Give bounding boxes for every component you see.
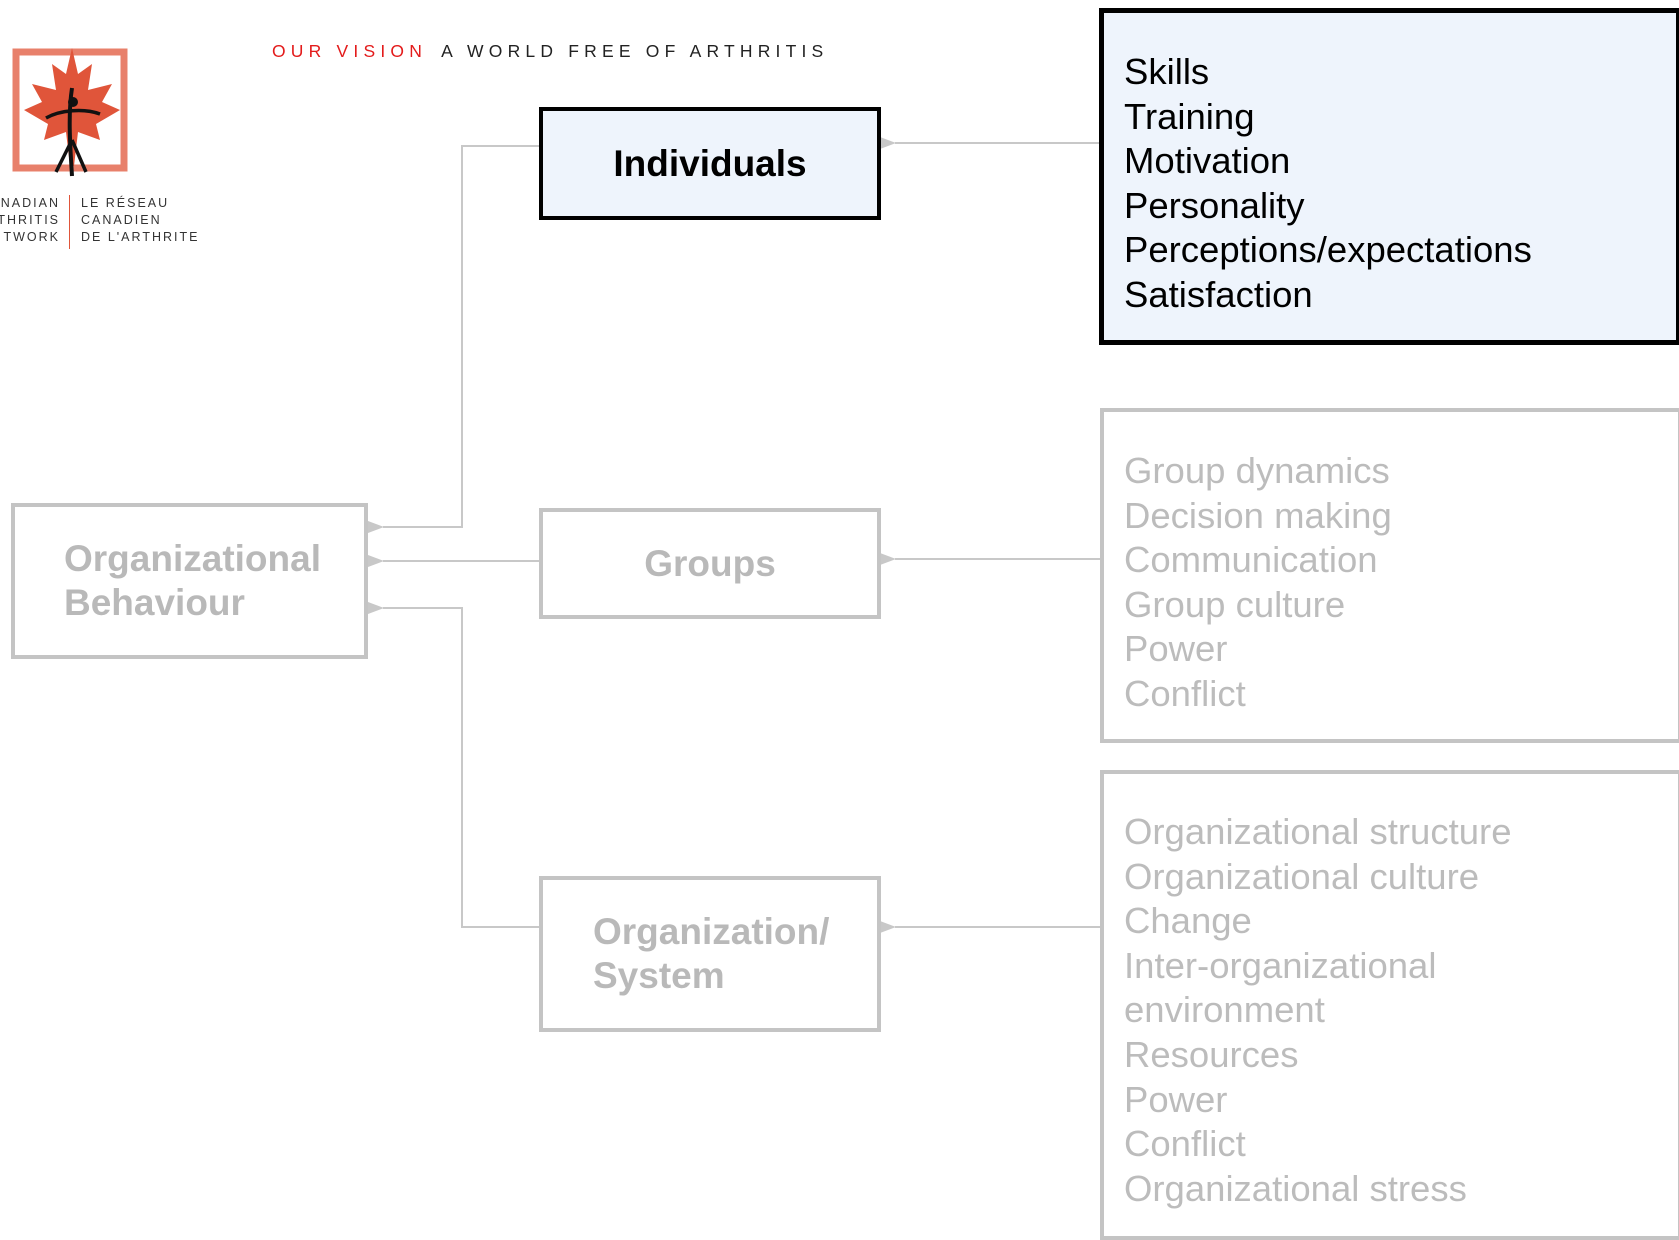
list-item: Training [1124,95,1255,137]
logo-english-line: NADIAN [0,196,60,210]
vision-text: A WORLD FREE OF ARTHRITIS [441,41,829,61]
list-item: Organizational stress [1124,1167,1467,1209]
logo-english-line: THRITIS [0,213,60,227]
organization-factors-list: Organizational structure Organizational … [1100,770,1679,1240]
vision-label: OUR VISION [272,41,428,61]
list-item: Satisfaction [1124,273,1313,315]
list-item: Perceptions/expectations [1124,229,1532,271]
organizational-behaviour-label: Organizational Behaviour [15,537,321,625]
organizational-behaviour-line: Organizational [64,538,321,579]
individuals-label: Individuals [613,142,807,184]
list-item: Motivation [1124,140,1291,182]
list-item: Decision making [1124,494,1392,536]
list-item: Skills [1124,51,1210,92]
list-item: Conflict [1124,672,1246,714]
list-item: Organizational structure [1124,811,1512,852]
list-item: Organizational culture [1124,855,1480,897]
list-item: Resources [1124,1033,1299,1075]
connector-individuals-to-ob [368,145,539,533]
organizational-behaviour-box: Organizational Behaviour [11,503,368,659]
list-item: environment [1124,989,1325,1031]
connector-organization-to-ob [368,602,539,928]
list-item: Conflict [1124,1123,1246,1165]
list-item: Power [1124,628,1228,670]
list-item: Personality [1124,184,1305,226]
list-item: Group culture [1124,583,1346,625]
list-item: Group dynamics [1124,450,1390,491]
groups-box: Groups [539,508,881,619]
logo-french-line: LE RÉSEAU [81,196,170,210]
organization-system-box: Organization/ System [539,876,881,1032]
logo-french-text: LE RÉSEAU CANADIEN DE L'ARTHRITE [81,195,199,246]
logo-divider [69,195,70,249]
logo-english-text: NADIAN THRITIS TWORK [0,195,60,246]
maple-leaf-logo-icon [12,48,128,177]
organization-system-line: Organization/ [593,911,830,952]
individuals-box: Individuals [539,107,881,220]
list-item: Power [1124,1078,1228,1120]
individual-factors-list: Skills Training Motivation Personality P… [1099,8,1679,345]
vision-statement: OUR VISION A WORLD FREE OF ARTHRITIS [272,41,828,62]
logo-french-line: DE L'ARTHRITE [81,230,200,244]
logo-french-line: CANADIEN [81,213,162,227]
canadian-arthritis-network-logo: NADIAN THRITIS TWORK LE RÉSEAU CANADIEN … [0,38,200,258]
organization-system-label: Organization/ System [593,910,829,998]
organizational-behaviour-line: Behaviour [64,582,245,623]
list-item: Communication [1124,539,1378,581]
groups-label: Groups [644,542,776,584]
list-item: Inter-organizational [1124,944,1437,986]
organization-system-line: System [593,955,725,996]
logo-english-line: TWORK [3,230,60,244]
group-factors-list: Group dynamics Decision making Communica… [1100,408,1679,743]
list-item: Change [1124,900,1252,942]
